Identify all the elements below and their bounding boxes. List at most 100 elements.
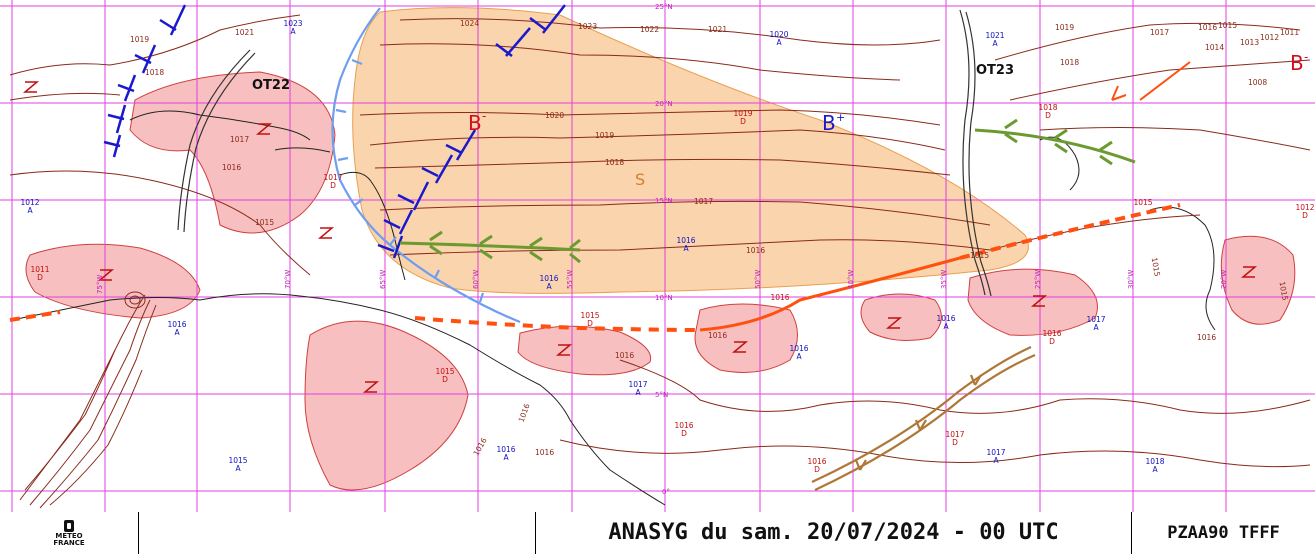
itcz [9,61,1191,332]
orography [19,291,157,509]
footer-code-cell: PZAA90 TFFF [1131,512,1315,554]
svg-text:D: D [814,465,820,474]
bulletin-code: PZAA90 TFFF [1167,523,1280,543]
svg-text:A: A [546,282,552,291]
feature-labels: OT22 OT23 B - B + B - S [252,50,1308,189]
b-minus-west: B - [468,109,486,135]
svg-text:A: A [290,27,296,36]
isobar-label: 1016 [1197,333,1216,342]
svg-text:A: A [776,38,782,47]
svg-text:D: D [952,438,958,447]
chart-title: ANASYG du sam. 20/07/2024 - 00 UTC [608,520,1059,545]
tropical-wave-west [399,241,581,252]
svg-text:1016: 1016 [167,320,186,329]
svg-text:1012: 1012 [20,198,39,207]
isobar-label: 1015 [1150,257,1162,278]
grid-label: 30°W [1127,270,1135,289]
storm-symbol [1030,295,1048,307]
pressure-center: 1015 [1133,198,1152,207]
svg-text:1017: 1017 [945,430,964,439]
coastline-hispaniola [274,147,331,153]
storm-symbol [362,381,380,393]
grid-label: 55°W [566,270,574,289]
grid-label: 20°W [1220,270,1228,289]
svg-text:D: D [740,117,746,126]
svg-text:1016: 1016 [539,274,558,283]
coastline-cuba [129,110,311,141]
convection-zone [1220,235,1296,325]
svg-text:1016: 1016 [674,421,693,430]
isobar-label: 1016 [222,163,241,172]
grid-label: 15°N [655,197,673,205]
svg-text:1016: 1016 [1042,329,1061,338]
svg-text:1017: 1017 [986,448,1005,457]
isobar-label: 1023 [578,22,597,31]
isobar-label: 1015 [970,251,989,260]
isobar-label: 1016 [535,448,554,457]
svg-text:1016: 1016 [496,445,515,454]
svg-text:B: B [822,111,836,135]
isobar-label: 1016 [1198,23,1217,32]
convection-zones [25,71,1296,491]
grid-label: 35°W [940,270,948,289]
svg-text:A: A [992,39,998,48]
isobar-label: 1019 [595,131,614,140]
svg-text:1018: 1018 [1145,457,1164,466]
svg-text:1017: 1017 [628,380,647,389]
svg-text:1012: 1012 [1295,203,1314,212]
svg-text:A: A [235,464,241,473]
storm-symbol [22,81,40,93]
svg-text:1015: 1015 [1133,198,1152,207]
svg-text:D: D [587,319,593,328]
storm-symbol [97,269,115,281]
isobar-label: 1018 [145,68,164,77]
isobar-label: 1008 [1248,78,1267,87]
svg-text:1015: 1015 [435,367,454,376]
isobar-label: 1018 [605,158,624,167]
convection-zone [25,243,201,319]
isobar-label: 1015 [1278,281,1290,302]
svg-text:1015: 1015 [228,456,247,465]
svg-text:1016: 1016 [789,344,808,353]
brown-wave [811,345,1036,491]
meteo-france-icon [64,519,74,532]
convection-zone [967,268,1098,336]
svg-text:1017: 1017 [323,173,342,182]
logo-text-line1: METEO [55,531,83,540]
svg-text:D: D [330,181,336,190]
svg-text:-: - [1304,50,1308,64]
svg-text:D: D [1302,211,1308,220]
isobar-label: 1024 [460,19,479,28]
svg-text:A: A [1152,465,1158,474]
ot-lines [177,9,992,297]
svg-text:A: A [635,388,641,397]
footer-empty-cell [138,512,535,554]
svg-text:1016: 1016 [770,293,789,302]
isobar-label: 1019 [130,35,149,44]
convection-zone [694,303,798,373]
svg-text:D: D [1049,337,1055,346]
svg-text:A: A [993,456,999,465]
isobar-label: 1021 [235,28,254,37]
svg-text:1011: 1011 [30,265,49,274]
pressure-center: 1016 [770,293,789,302]
isobar-label: 1015 [1218,21,1237,30]
logo-text-line2: FRANCE [53,538,85,547]
svg-text:1015: 1015 [580,311,599,320]
grid-label: 5°N [655,391,668,399]
